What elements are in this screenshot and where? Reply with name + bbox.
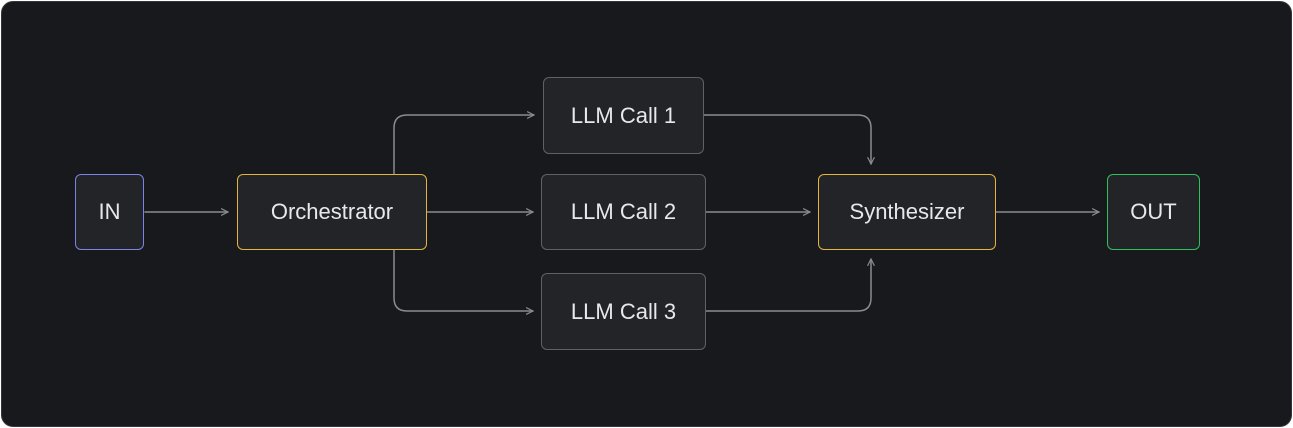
node-llm-call-2: LLM Call 2 (541, 174, 706, 250)
edge-orchestrator-to-llm-call-1 (393, 111, 535, 175)
node-output: OUT (1107, 174, 1200, 250)
node-orchestrator: Orchestrator (237, 174, 427, 250)
node-llm-call-1: LLM Call 1 (543, 77, 704, 154)
node-synthesizer: Synthesizer (818, 174, 996, 250)
edge-llm-call-3-to-synthesizer (705, 258, 875, 312)
node-llm-call-3: LLM Call 3 (541, 273, 706, 350)
node-input-label: IN (98, 199, 121, 224)
edge-orchestrator-to-llm-call-3 (393, 249, 534, 315)
node-input: IN (75, 174, 144, 250)
edge-llm-call-1-to-synthesizer (703, 114, 875, 165)
node-llm-call-2-label: LLM Call 2 (570, 199, 677, 224)
node-synthesizer-label: Synthesizer (849, 199, 965, 224)
node-llm-call-3-label: LLM Call 3 (570, 298, 677, 324)
node-orchestrator-label: Orchestrator (270, 199, 394, 224)
node-output-label: OUT (1130, 199, 1177, 224)
node-llm-call-1-label: LLM Call 1 (570, 102, 677, 128)
